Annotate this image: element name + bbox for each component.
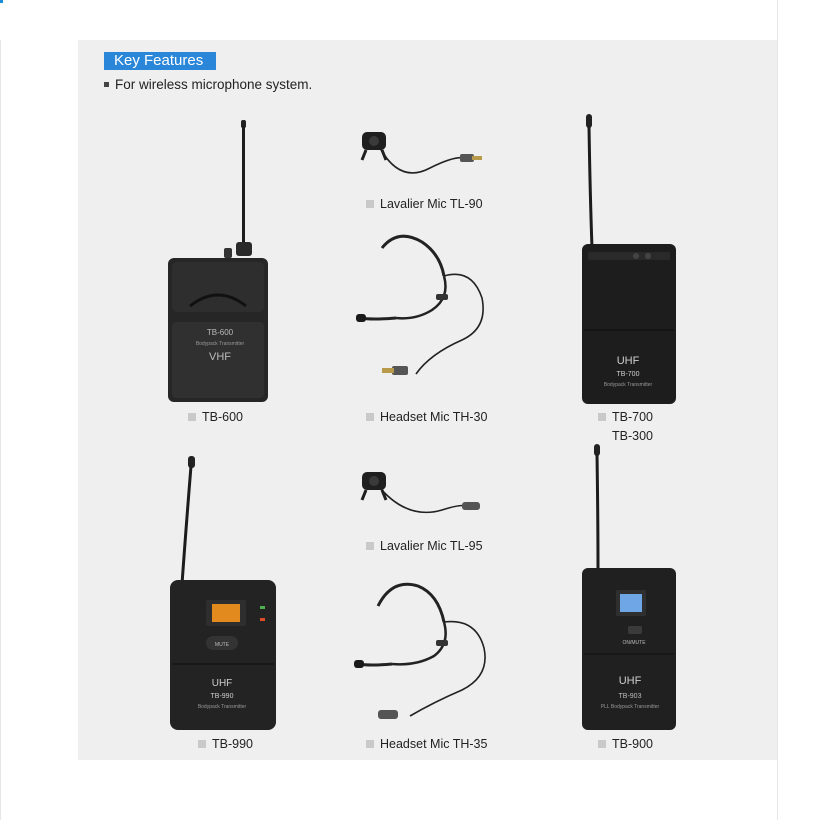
feature-bullet-text: For wireless microphone system. bbox=[115, 77, 313, 92]
tb-700-body-subtitle: Bodypack Transmitter bbox=[604, 382, 653, 388]
headset-mic-th-35-image bbox=[354, 582, 486, 719]
tb-600-caption: TB-600 bbox=[188, 410, 243, 424]
th-35-caption: Headset Mic TH-35 bbox=[366, 737, 487, 751]
th-30-caption-text: Headset Mic TH-30 bbox=[380, 410, 488, 424]
left-page-rule bbox=[0, 40, 1, 820]
tb-990-caption-text: TB-990 bbox=[212, 737, 253, 751]
tb-900-transmitter-image: ON/MUTE UHF TB-903 PLL Bodypack Transmit… bbox=[582, 444, 676, 730]
right-page-rule bbox=[777, 0, 778, 820]
tb-990-transmitter-image: MUTE UHF TB-990 Bodypack Transmitter bbox=[170, 456, 276, 730]
key-features-badge: Key Features bbox=[104, 52, 216, 70]
tl-95-caption-text: Lavalier Mic TL-95 bbox=[380, 539, 483, 553]
tb-700-caption: TB-700 bbox=[598, 410, 653, 424]
tl-90-caption: Lavalier Mic TL-90 bbox=[366, 197, 483, 211]
tb-700-caption-text: TB-700 bbox=[612, 410, 653, 424]
caption-square-icon bbox=[366, 412, 374, 421]
tb-990-body-button: MUTE bbox=[215, 642, 230, 648]
tb-990-body-band: UHF bbox=[212, 678, 233, 689]
tb-990-body-subtitle: Bodypack Transmitter bbox=[198, 704, 247, 710]
feature-bullet: For wireless microphone system. bbox=[104, 77, 312, 92]
tb-900-caption-text: TB-900 bbox=[612, 737, 653, 751]
caption-square-icon bbox=[366, 541, 374, 550]
tb-900-caption: TB-900 bbox=[598, 737, 653, 751]
tb-990-body-model: TB-990 bbox=[211, 693, 234, 700]
tl-95-caption: Lavalier Mic TL-95 bbox=[366, 539, 483, 553]
tb-600-body-subtitle: Bodypack Transmitter bbox=[196, 341, 245, 347]
tb-900-body-band: UHF bbox=[619, 675, 642, 687]
caption-square-icon bbox=[198, 739, 206, 748]
bullet-square-icon bbox=[104, 81, 109, 87]
tb-600-caption-text: TB-600 bbox=[202, 410, 243, 424]
tb-990-caption: TB-990 bbox=[198, 737, 253, 751]
tb-700-body-band: UHF bbox=[617, 355, 640, 367]
headset-mic-th-30-image bbox=[356, 234, 484, 375]
tb-700-body-model: TB-700 bbox=[617, 371, 640, 378]
tb-900-body-button: ON/MUTE bbox=[622, 640, 646, 646]
tb-900-body-model: TB-903 bbox=[619, 693, 642, 700]
tl-90-caption-text: Lavalier Mic TL-90 bbox=[380, 197, 483, 211]
caption-square-icon bbox=[188, 412, 196, 421]
caption-square-icon bbox=[598, 739, 606, 748]
tb-600-body-band: VHF bbox=[209, 351, 231, 363]
th-30-caption: Headset Mic TH-30 bbox=[366, 410, 487, 424]
tb-600-transmitter-image: TB-600 Bodypack Transmitter VHF bbox=[168, 120, 268, 402]
lavalier-mic-tl-90-image bbox=[360, 132, 482, 174]
th-35-caption-text: Headset Mic TH-35 bbox=[380, 737, 488, 751]
tb-700-transmitter-image: UHF TB-700 Bodypack Transmitter bbox=[582, 114, 676, 404]
corner-mark bbox=[0, 0, 3, 3]
tb-600-body-model: TB-600 bbox=[207, 328, 234, 337]
lavalier-mic-tl-95-image bbox=[360, 472, 480, 514]
tb-300-caption: TB-300 bbox=[612, 429, 653, 443]
caption-square-icon bbox=[366, 199, 374, 208]
tb-900-body-subtitle: PLL Bodypack Transmitter bbox=[601, 704, 660, 710]
caption-square-icon bbox=[366, 739, 374, 748]
caption-square-icon bbox=[598, 412, 606, 421]
